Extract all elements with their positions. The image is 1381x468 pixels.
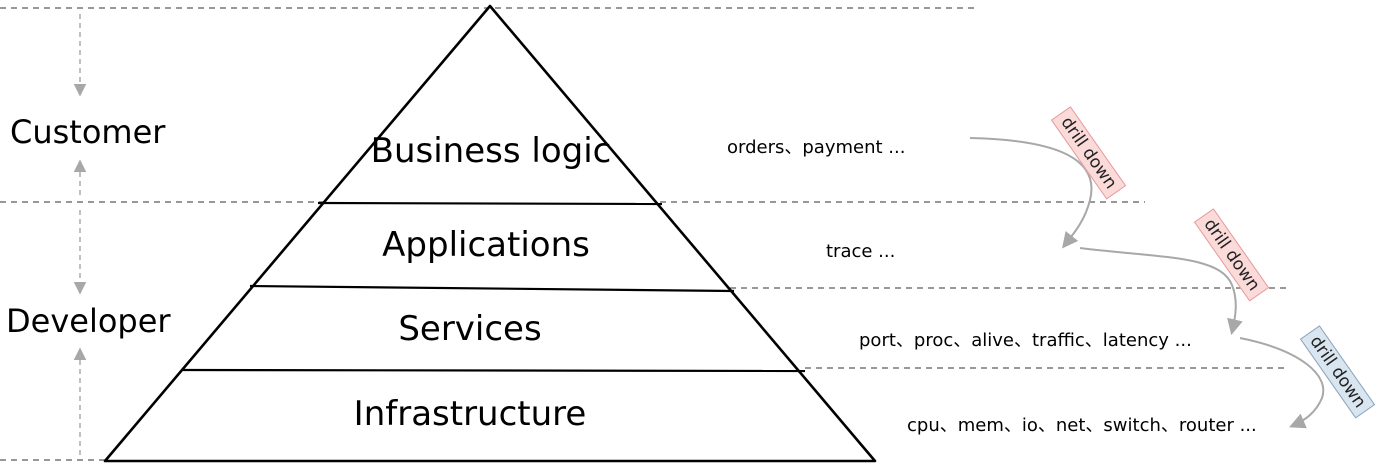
drill-arrow-3: [1239, 337, 1325, 429]
metric-infrastructure: cpu、mem、io、net、switch、router ...: [907, 415, 1257, 436]
pyramid-outline: [103, 4, 877, 463]
layer-business-logic: Business logic: [370, 131, 612, 171]
layer-infrastructure: Infrastructure: [353, 394, 587, 434]
pyramid-divider-1: [317, 201, 663, 206]
drill-arrow-1: [969, 137, 1093, 249]
metric-services: port、proc、alive、traffic、latency ...: [859, 330, 1192, 351]
pyramid-divider-3: [182, 368, 806, 373]
role-customer: Customer: [10, 113, 166, 151]
drill-arrow-2: [1079, 247, 1243, 336]
role-developer: Developer: [6, 302, 171, 340]
layer-applications: Applications: [382, 225, 590, 265]
metric-business: orders、payment ...: [727, 137, 906, 158]
pyramid-divider-2: [249, 284, 735, 293]
layer-services: Services: [398, 309, 542, 349]
metric-applications: trace ...: [826, 241, 896, 262]
